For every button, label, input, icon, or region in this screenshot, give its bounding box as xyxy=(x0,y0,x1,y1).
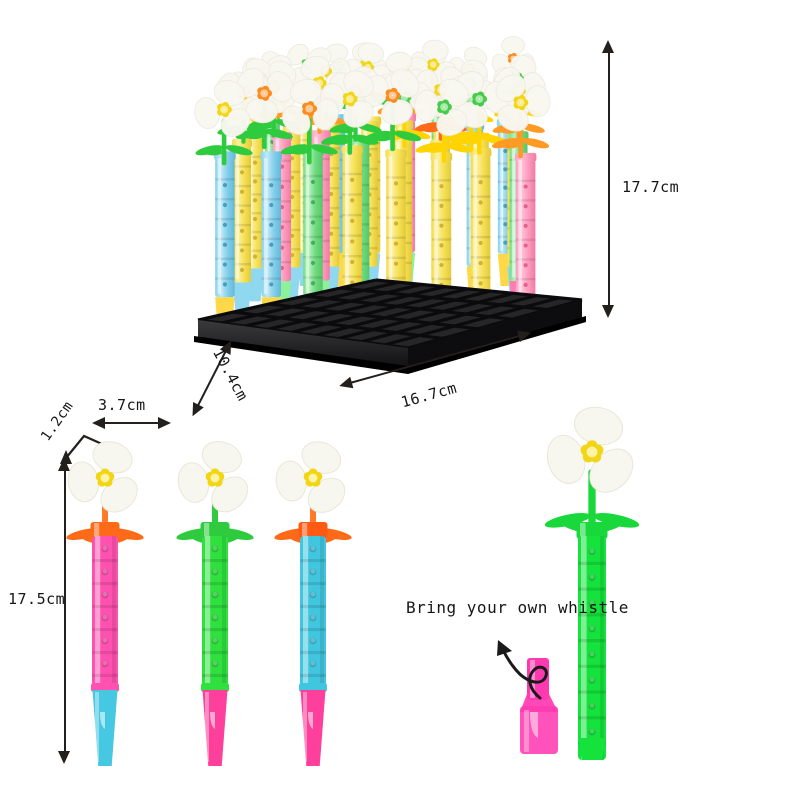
dimension-pen-length-label: 17.5cm xyxy=(8,590,66,608)
display-box-group xyxy=(180,0,600,420)
whistle-note-label: Bring your own whistle xyxy=(406,598,629,617)
dimension-box-height-label: 17.7cm xyxy=(622,178,680,196)
dimension-flower-width-label: 3.7cm xyxy=(98,396,146,414)
display-box-illustration xyxy=(194,36,586,374)
